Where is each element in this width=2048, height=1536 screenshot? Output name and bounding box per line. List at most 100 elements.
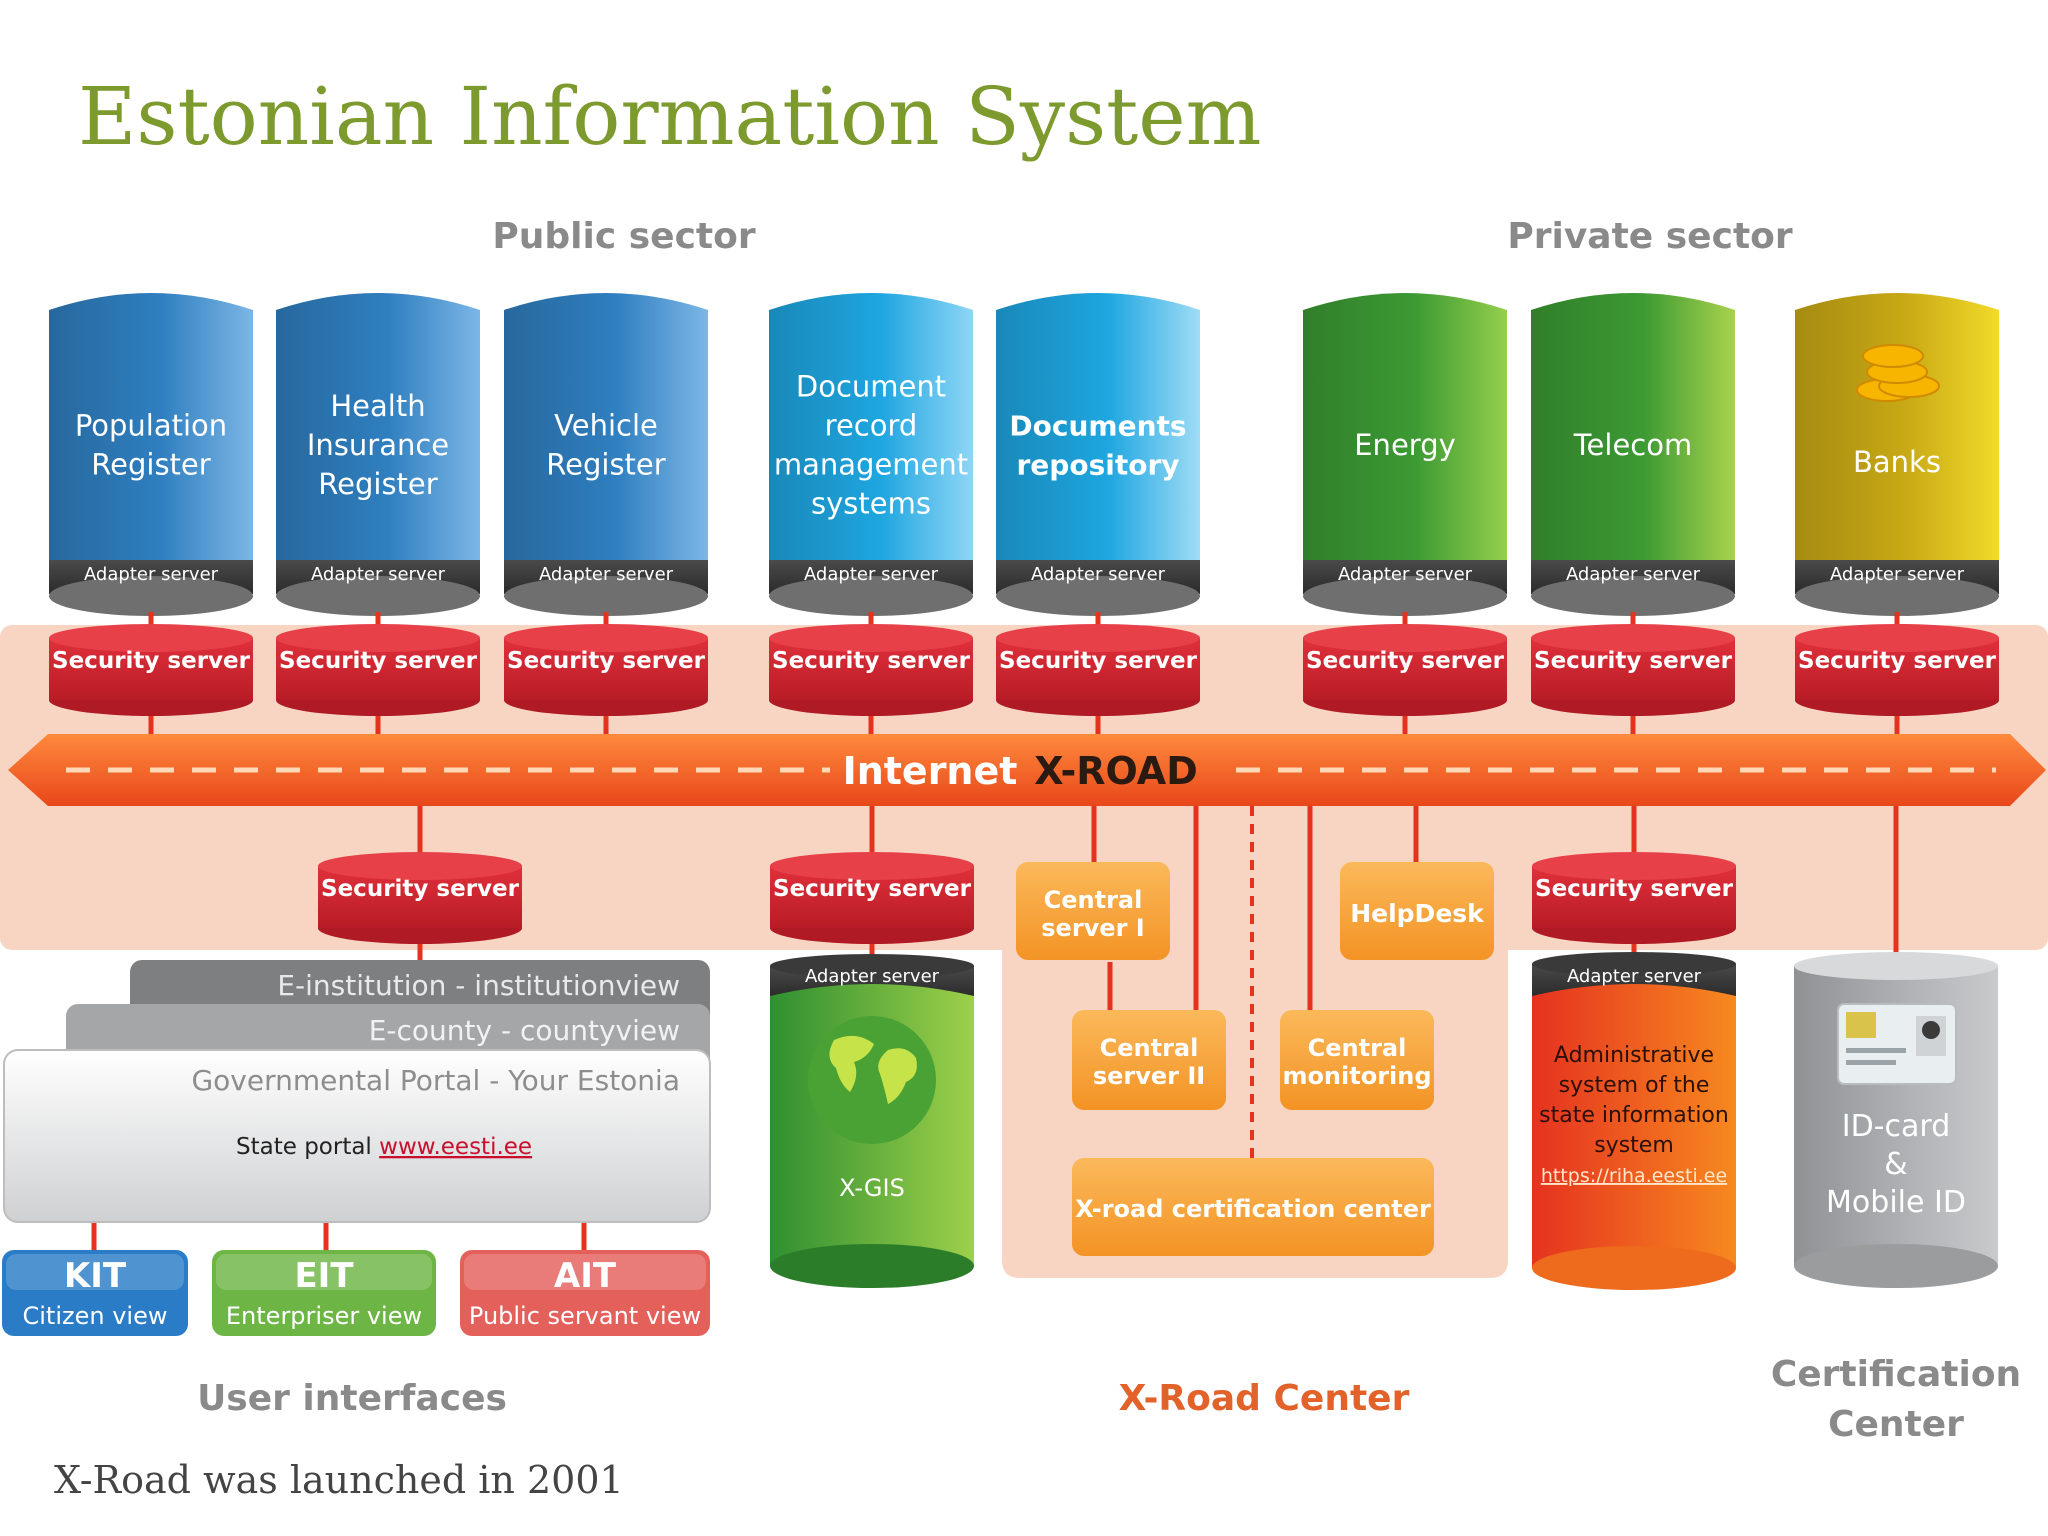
register-label-line: repository	[1016, 449, 1179, 482]
xroad-name-label: X-ROAD	[1034, 749, 1197, 793]
adapter-server-label: Adapter server	[1338, 564, 1473, 585]
security-server-label: Security server	[1535, 876, 1734, 902]
security-server-label: Security server	[1534, 648, 1733, 674]
svg-text:HelpDesk: HelpDesk	[1350, 899, 1485, 928]
riha-adapter-label: Adapter server	[1567, 966, 1702, 987]
svg-text:system: system	[1594, 1133, 1674, 1158]
register-label-line: Register	[91, 448, 210, 482]
adapter-server-label: Adapter server	[539, 564, 674, 585]
state-portal-text: State portal www.eesti.ee	[236, 1134, 532, 1160]
svg-text:monitoring: monitoring	[1282, 1062, 1431, 1090]
security-server-label: Security server	[999, 648, 1198, 674]
eit-subtitle: Enterpriser view	[226, 1302, 422, 1330]
register-label-line: Document	[796, 370, 946, 404]
central-monitoring-box: Central monitoring	[1280, 1010, 1434, 1110]
x-gis-label: X-GIS	[839, 1174, 905, 1202]
top-security-server-vehicle: Security server	[504, 624, 708, 716]
governmental-portal: Governmental Portal - Your Estonia State…	[3, 1049, 711, 1223]
register-label-line: record	[825, 409, 918, 443]
user-interfaces-heading: User interfaces	[197, 1378, 507, 1419]
svg-text:X-road certification center: X-road certification center	[1075, 1195, 1431, 1223]
footer-note: X-Road was launched in 2001	[54, 1458, 624, 1502]
lower-security-servers: Security server Security server Security s…	[318, 852, 1736, 944]
register-energy: Adapter server Energy	[1303, 293, 1507, 616]
svg-text:Mobile ID: Mobile ID	[1826, 1185, 1966, 1220]
register-label-line: Population	[75, 409, 227, 443]
security-server-label: Security server	[1306, 648, 1505, 674]
x-gis-adapter-label: Adapter server	[805, 966, 940, 987]
top-security-server-documents-repository: Security server	[996, 624, 1200, 716]
svg-text:server I: server I	[1041, 914, 1144, 942]
svg-text:system of the: system of the	[1559, 1073, 1710, 1098]
register-label-line: management	[774, 448, 968, 482]
coins-icon	[1856, 344, 1940, 402]
xroad-bus: Internet X-ROAD	[8, 734, 2046, 806]
lower-security-server-xgis: Security server	[770, 852, 974, 944]
ait-code: AIT	[554, 1256, 617, 1296]
adapter-server-label: Adapter server	[311, 564, 446, 585]
x-gis-cylinder: Adapter server X-GIS	[770, 954, 974, 1288]
security-server-label: Security server	[279, 648, 478, 674]
svg-text:Governmental Portal - Your Est: Governmental Portal - Your Estonia	[191, 1064, 680, 1097]
register-label-line: Banks	[1853, 445, 1941, 479]
xroad-certification-center-box: X-road certification center	[1072, 1158, 1434, 1256]
register-label-line: Vehicle	[554, 409, 658, 443]
svg-text:E-county - countyview: E-county - countyview	[369, 1014, 680, 1047]
register-label-line: Health	[330, 389, 425, 423]
eit-view-button[interactable]: EIT Enterpriser view	[212, 1250, 436, 1336]
ait-view-button[interactable]: AIT Public servant view	[460, 1250, 710, 1336]
eit-code: EIT	[294, 1256, 354, 1296]
register-label-line: Insurance	[307, 428, 449, 462]
security-server-label: Security server	[773, 876, 972, 902]
id-card-cylinder: ID-card & Mobile ID	[1794, 952, 1998, 1288]
security-server-label: Security server	[507, 648, 706, 674]
certification-center-heading-line2: Center	[1828, 1404, 1964, 1445]
certification-center-heading-line1: Certification	[1771, 1354, 2021, 1395]
ait-subtitle: Public servant view	[469, 1302, 701, 1330]
register-label-line: Register	[318, 467, 437, 501]
security-server-label: Security server	[772, 648, 971, 674]
adapter-server-label: Adapter server	[84, 564, 219, 585]
central-server-2-box: Central server II	[1072, 1010, 1226, 1110]
register-label-line: Register	[546, 448, 665, 482]
svg-text:ID-card: ID-card	[1842, 1109, 1951, 1144]
adapter-server-label: Adapter server	[804, 564, 939, 585]
security-server-label: Security server	[52, 648, 251, 674]
top-security-server-population: Security server	[49, 624, 253, 716]
register-document-record: Adapter server Document record management sy…	[769, 293, 973, 616]
central-server-1-box: Central server I	[1016, 862, 1170, 960]
state-portal-link[interactable]: www.eesti.ee	[379, 1134, 532, 1160]
riha-link[interactable]: https://riha.eesti.ee	[1541, 1165, 1727, 1187]
svg-text:Administrative: Administrative	[1554, 1043, 1714, 1068]
slide-title: Estonian Information System	[78, 70, 1262, 163]
lower-security-server-riha: Security server	[1532, 852, 1736, 944]
public-sector-heading: Public sector	[492, 216, 755, 257]
kit-subtitle: Citizen view	[23, 1302, 168, 1330]
xroad-internet-label: Internet	[843, 749, 1018, 793]
adapter-server-label: Adapter server	[1566, 564, 1701, 585]
svg-text:state information: state information	[1539, 1103, 1729, 1128]
helpdesk-box: HelpDesk	[1340, 862, 1494, 960]
svg-text:Central: Central	[1100, 1034, 1199, 1062]
top-security-server-banks: Security server	[1795, 624, 1999, 716]
register-label-line: Energy	[1354, 428, 1456, 462]
adapter-server-label: Adapter server	[1830, 564, 1965, 585]
svg-text:Central: Central	[1044, 886, 1143, 914]
xroad-arrow	[8, 734, 2046, 806]
register-label-line: systems	[811, 487, 931, 521]
top-security-server-document-record: Security server	[769, 624, 973, 716]
lower-security-server-portals: Security server	[318, 852, 522, 944]
top-security-server-health: Security server	[276, 624, 480, 716]
private-sector-heading: Private sector	[1507, 216, 1793, 257]
svg-text:&: &	[1884, 1147, 1907, 1182]
svg-text:E-institution - institutionvie: E-institution - institutionview	[277, 969, 680, 1002]
riha-cylinder: Adapter server Administrative system of …	[1532, 952, 1736, 1290]
top-security-servers: Security server Security server Security s…	[49, 624, 1999, 716]
svg-text:Central: Central	[1308, 1034, 1407, 1062]
register-label-line: Documents	[1009, 410, 1186, 443]
